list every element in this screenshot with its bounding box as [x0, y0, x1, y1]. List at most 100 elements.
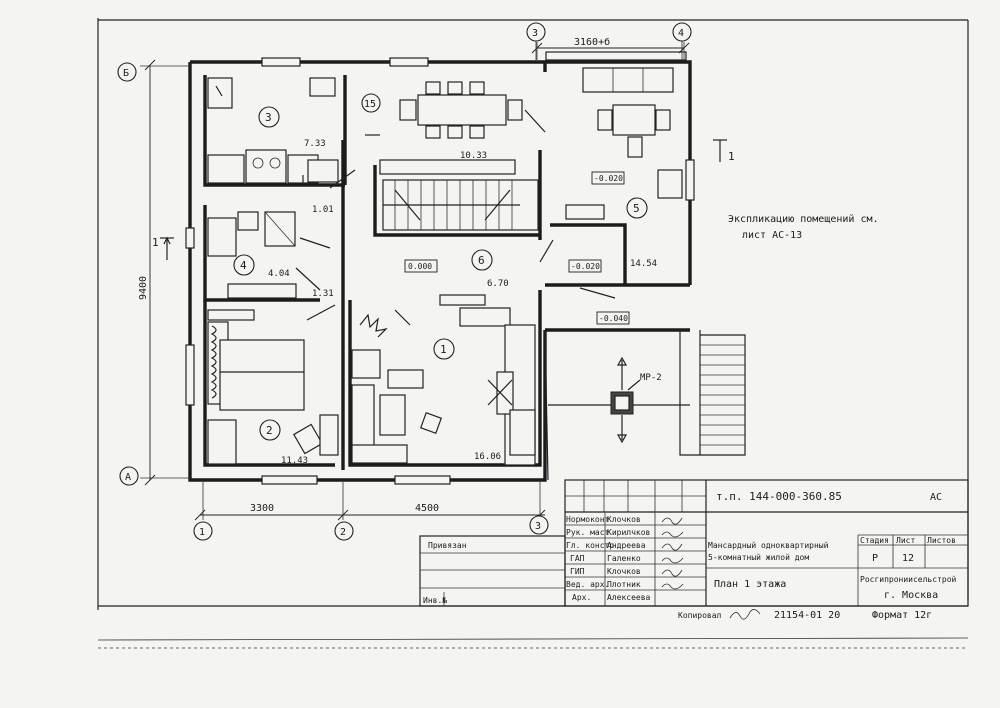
wardrobe — [207, 419, 237, 465]
description-line-2: 5-комнатный жилой дом — [708, 553, 809, 562]
format-label: Формат 12г — [872, 610, 932, 621]
tv-unit — [509, 409, 536, 456]
stage-header: Стадия — [860, 536, 889, 545]
armchair-1 — [379, 394, 406, 436]
kitchen-furniture — [207, 77, 336, 184]
windows — [185, 51, 695, 485]
hall-cabinet — [307, 159, 339, 183]
level-4: -0.040 — [599, 314, 628, 323]
room-15-number: 15 — [364, 99, 376, 110]
sheet-title: План 1 этажа — [714, 579, 786, 590]
axis-4-label: 4 — [678, 28, 684, 39]
mr-label: МР-2 — [640, 373, 662, 383]
level-marks: 0.000 -0.020 -0.020 -0.040 — [404, 171, 630, 325]
name-2: Андреева — [607, 541, 646, 550]
room-6-area: 6.70 — [487, 279, 509, 289]
room-3-area: 7.33 — [304, 139, 326, 149]
name-6: Алексеева — [607, 593, 651, 602]
dimension-lines: 9400 3300 4500 3160+б — [138, 36, 690, 521]
sofa — [582, 67, 674, 93]
plant — [359, 313, 388, 338]
axis-2-label: 2 — [340, 527, 346, 538]
name-0: Клочков — [607, 515, 641, 524]
inv-label: Инв.№ — [423, 596, 447, 605]
bathroom-fixtures — [207, 211, 297, 299]
axis-a-label: A — [125, 472, 131, 483]
bed — [219, 339, 305, 411]
note-line-2: лист АС-13 — [742, 230, 802, 241]
explication-note: Экспликацию помещений см. лист АС-13 — [728, 213, 879, 241]
cabinet — [309, 77, 336, 97]
bedroom-furniture — [207, 309, 339, 465]
name-1: Кирилчков — [607, 528, 650, 537]
low-cabinet — [565, 204, 605, 220]
outer-walls — [188, 60, 692, 482]
bath-cabinet — [227, 283, 297, 299]
room-4-number: 4 — [240, 259, 247, 272]
level-3: -0.020 — [571, 262, 600, 271]
role-2: Гл. констр — [566, 541, 614, 550]
role-1: Рук. маст — [566, 528, 610, 537]
pouf — [419, 411, 443, 435]
hall-shelf — [439, 294, 486, 306]
entrance-steps — [700, 344, 745, 446]
armchair — [657, 169, 683, 199]
role-6: Арх. — [572, 593, 591, 602]
dining-furniture — [307, 81, 523, 183]
role-5: Вед. арх. — [566, 580, 609, 589]
room-15-area: 10.33 — [460, 151, 487, 161]
section-mark-right: 1 — [713, 139, 735, 163]
interior-walls — [203, 75, 627, 470]
bathtub — [207, 217, 237, 257]
role-3: ГАП — [570, 554, 585, 563]
level-1: 0.000 — [408, 262, 432, 271]
section-mark-left-label: 1 — [152, 236, 159, 249]
sofa-bottom — [351, 444, 408, 464]
living-room-furniture — [351, 294, 536, 466]
copied-label: Копировал — [678, 611, 722, 620]
name-4: Клочков — [607, 567, 641, 576]
terrace-area — [544, 329, 746, 481]
dining-table — [417, 94, 507, 126]
living-room-5-furniture — [565, 67, 683, 220]
armchair — [293, 423, 323, 455]
axis-3-bottom-label: 3 — [535, 521, 541, 532]
privyazan-label: Привязан — [428, 541, 467, 550]
dim-top: 3160+б — [574, 36, 610, 48]
description-line-1: Мансардный одноквартирный — [708, 541, 829, 550]
section-mark-left: 1 — [152, 236, 174, 260]
room-2-area: 11.43 — [281, 456, 308, 466]
room-4-area: 4.04 — [268, 269, 290, 279]
sheet-header: Лист — [896, 536, 915, 545]
axis-markers: Б A 1 2 3 3 4 — [117, 22, 692, 541]
project-stamp: АС — [930, 492, 942, 503]
axis-1-label: 1 — [199, 527, 205, 538]
copied-code: 21154-01 20 — [774, 610, 840, 621]
role-4: ГИП — [570, 567, 585, 576]
axis-b-label: Б — [123, 68, 129, 79]
dim-bottom-right: 4500 — [415, 503, 439, 514]
project-code: т.п. 144-000-360.85 — [716, 490, 842, 503]
sink-unit — [245, 149, 287, 184]
signatures — [661, 517, 684, 590]
name-3: Галенко — [607, 554, 641, 563]
side-table — [351, 349, 381, 379]
counter — [207, 154, 245, 184]
small-area-a: 1.01 — [312, 205, 334, 215]
role-0: Нормоконт — [566, 515, 610, 524]
staircase — [382, 179, 539, 231]
organization-line-1: Росгипрониисельстрой — [860, 575, 957, 584]
room-6-number: 6 — [478, 254, 485, 267]
coffee-table — [387, 369, 424, 389]
section-mark-right-label: 1 — [728, 150, 735, 163]
room-1-number: 1 — [440, 343, 447, 356]
counter-bar — [379, 159, 516, 175]
stage-value: Р — [872, 553, 878, 564]
table — [612, 104, 656, 136]
sheet-value: 12 — [902, 553, 914, 564]
shelf — [459, 307, 511, 327]
doors — [295, 109, 616, 326]
dim-left: 9400 — [138, 276, 149, 300]
